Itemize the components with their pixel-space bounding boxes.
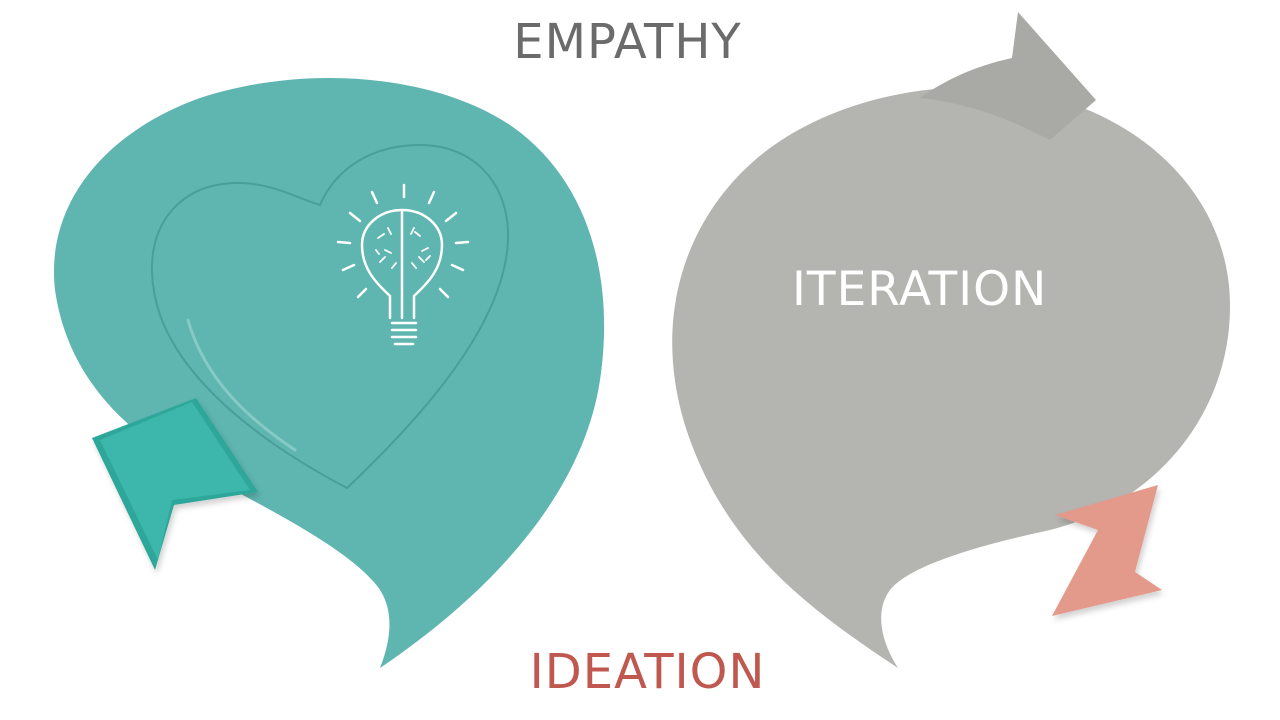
empathy-label: EMPATHY — [513, 14, 742, 70]
bottom-right-arrow-icon — [1052, 485, 1162, 616]
lightbulb-brain-icon — [336, 183, 470, 346]
left-arrow-icon — [92, 398, 258, 570]
iteration-label: ITERATION — [792, 262, 1048, 317]
heart-icon — [151, 143, 510, 490]
teal-speech-bubble — [53, 77, 605, 669]
gray-speech-bubble — [672, 87, 1231, 668]
ideation-label: IDEATION — [529, 644, 766, 700]
heart-highlight — [186, 318, 297, 452]
top-right-arrow-icon — [920, 12, 1096, 140]
